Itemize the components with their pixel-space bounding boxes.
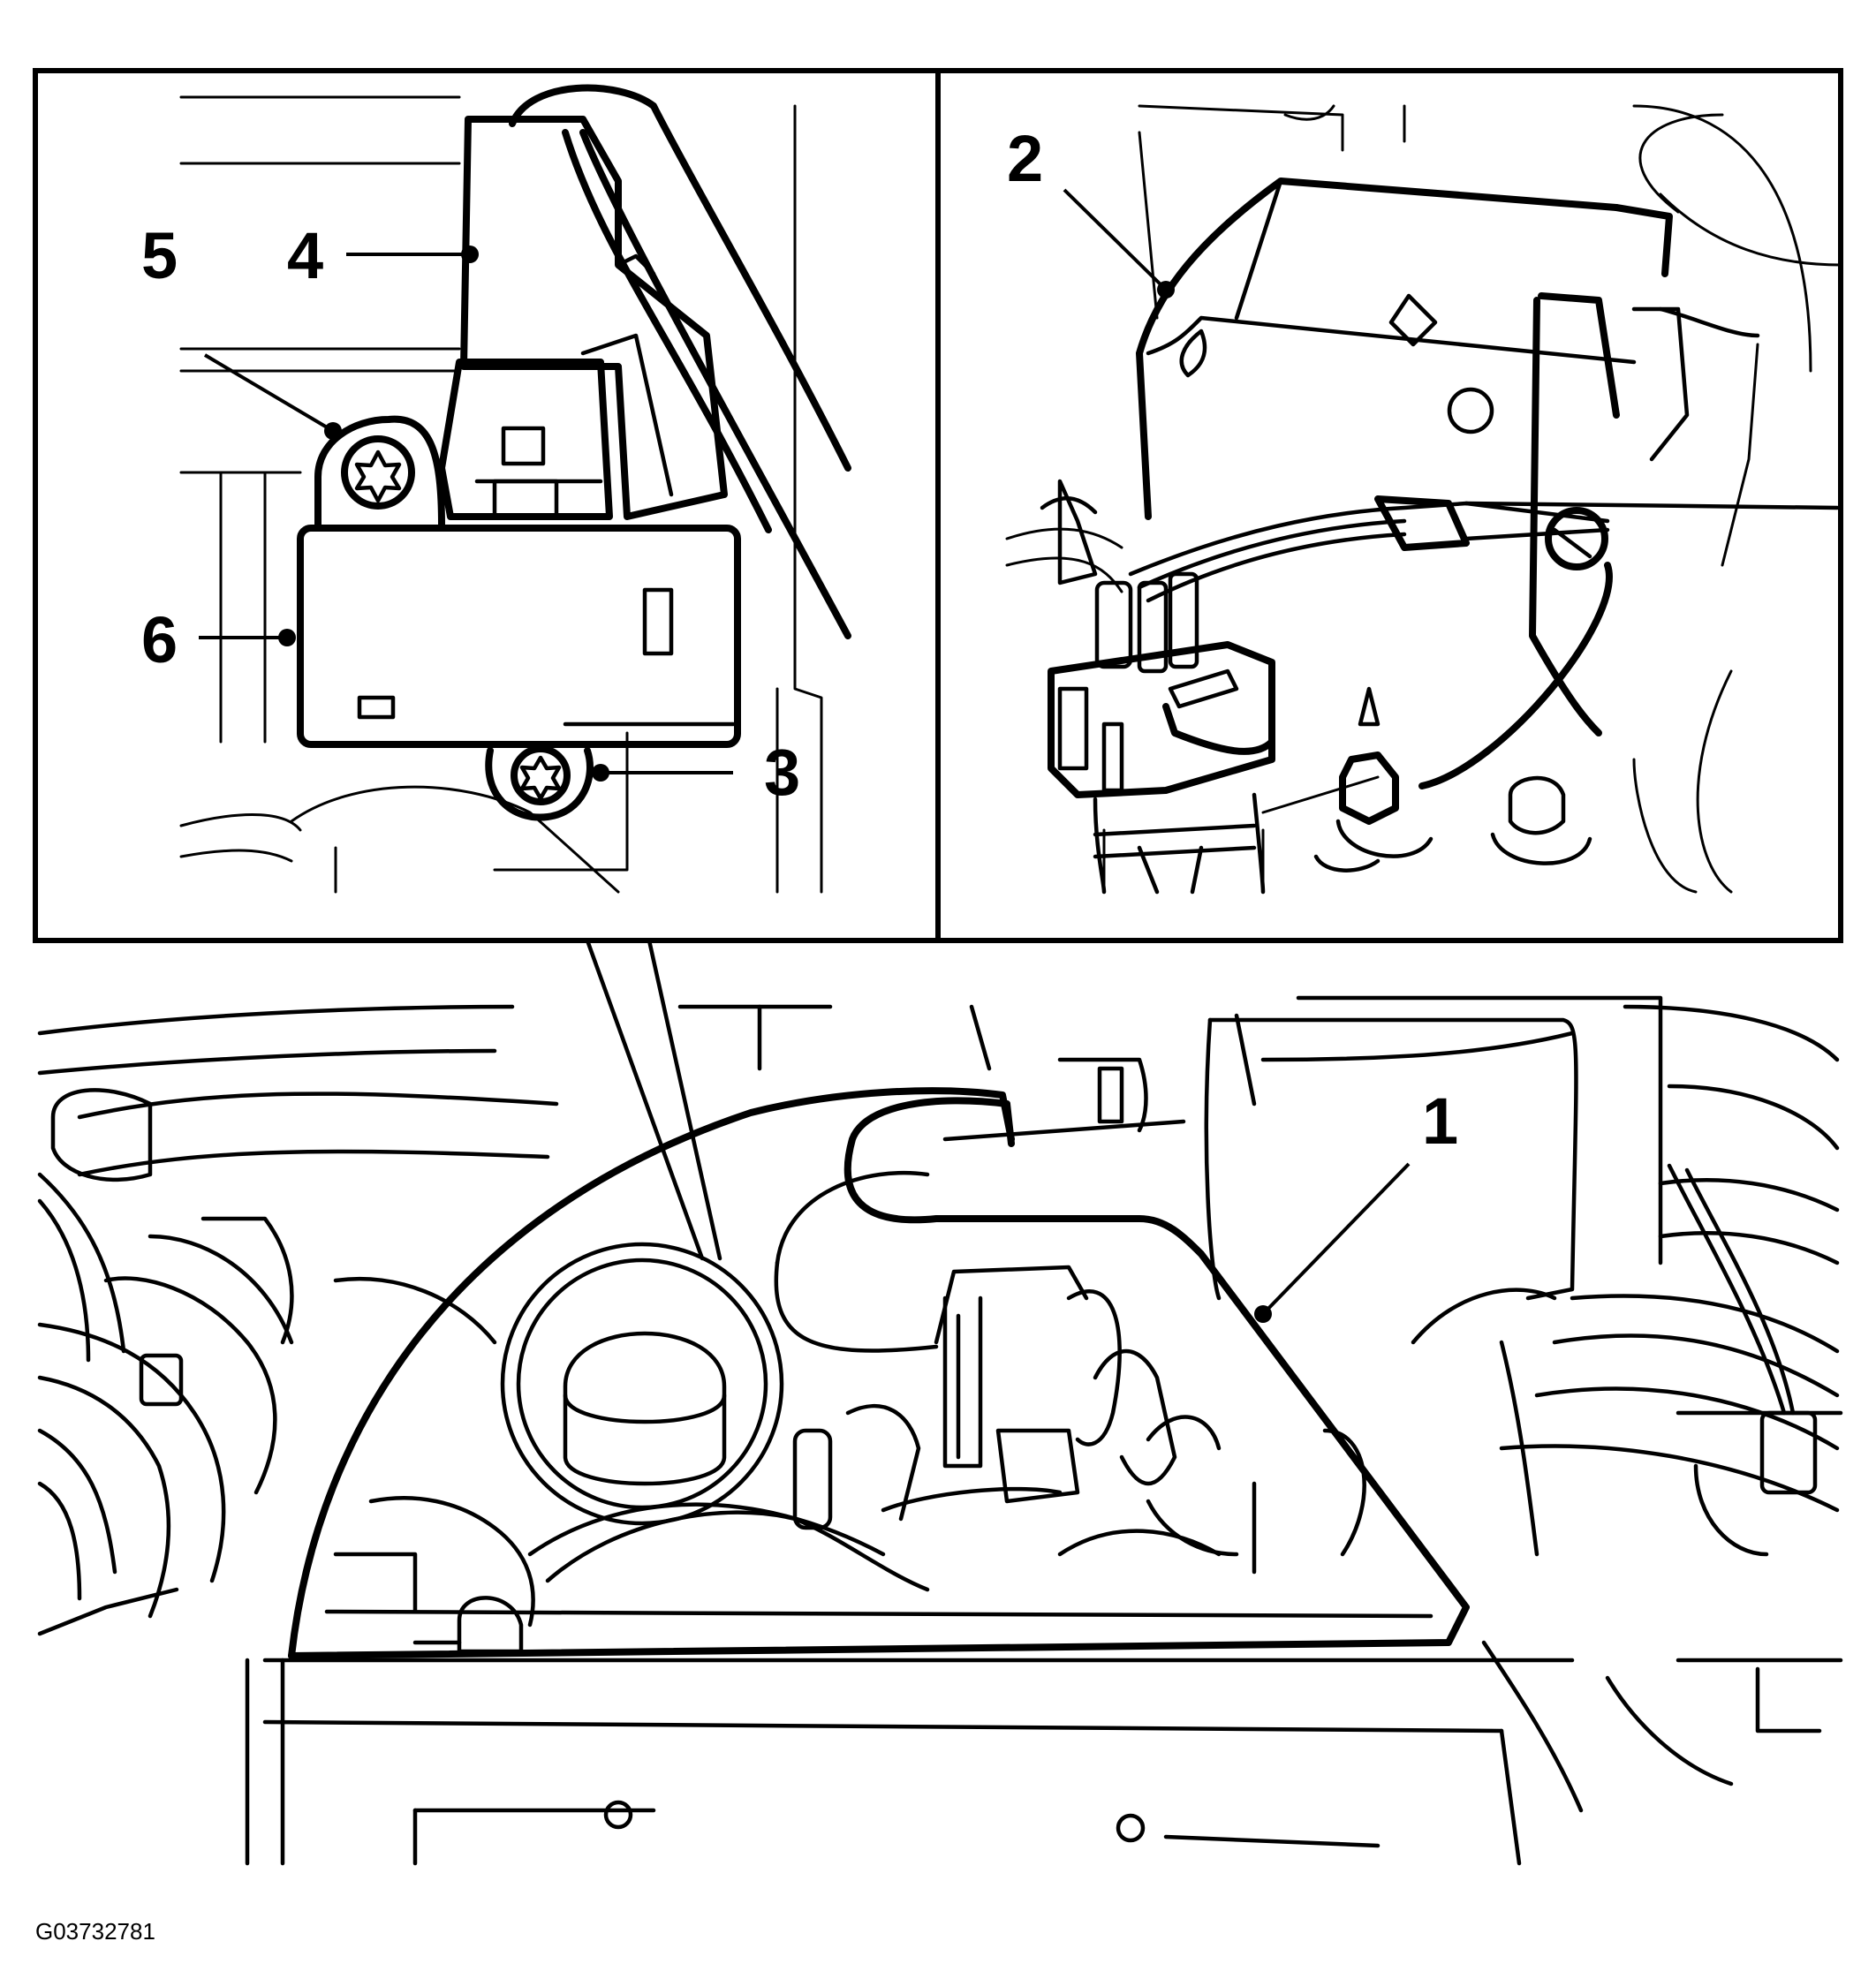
engine-bay-main: [37, 938, 1843, 1866]
inset-left-frame: [33, 68, 941, 943]
callout-6: 6: [141, 603, 178, 676]
inset-pointer-left: [585, 938, 705, 1261]
engine-cover: [288, 1017, 1578, 1659]
connector-4: [438, 116, 728, 520]
inset-left-background: [179, 95, 823, 894]
bracket-bolt-5: [314, 415, 445, 529]
callout-4: 4: [287, 219, 323, 292]
inset-right-bolts: [1313, 752, 1592, 872]
inset-pointer-right: [647, 938, 722, 1261]
engine-bay-upper: [37, 995, 1840, 1265]
inset-detail-left: [33, 68, 941, 943]
engine-bay-wiring: [333, 1289, 1366, 1628]
engine-bay-lower: [245, 1596, 1575, 1866]
callout-5: 5: [141, 219, 178, 292]
harness-cable: [509, 84, 851, 472]
engine-bay-right: [1411, 1163, 1843, 1813]
engine-cover-outline: [288, 1087, 1015, 1659]
control-module-6: [297, 525, 741, 748]
callout-labels: 1 2 3 4 5 6 G03732781: [35, 122, 1458, 1945]
callout-1: 1: [1422, 1084, 1458, 1158]
callout-3: 3: [764, 736, 800, 809]
inset-right-leader: [1063, 188, 1175, 298]
inset-left-leaders: [199, 245, 733, 782]
figure-id: G03732781: [35, 1918, 155, 1945]
expansion-tank: [774, 1170, 1089, 1353]
bolt-3: [485, 745, 594, 821]
inset-right-frame: [935, 68, 1843, 943]
sensor-wire: [1667, 1163, 1787, 1416]
bracket-2: [1136, 178, 1760, 789]
callout-2: 2: [1007, 122, 1043, 195]
engine-bay-left: [37, 1172, 497, 1636]
inset-detail-right: [935, 68, 1843, 943]
sensor-connector: [1040, 479, 1840, 895]
oil-filler-cap: [500, 1242, 784, 1526]
main-leader: [1254, 1162, 1411, 1323]
